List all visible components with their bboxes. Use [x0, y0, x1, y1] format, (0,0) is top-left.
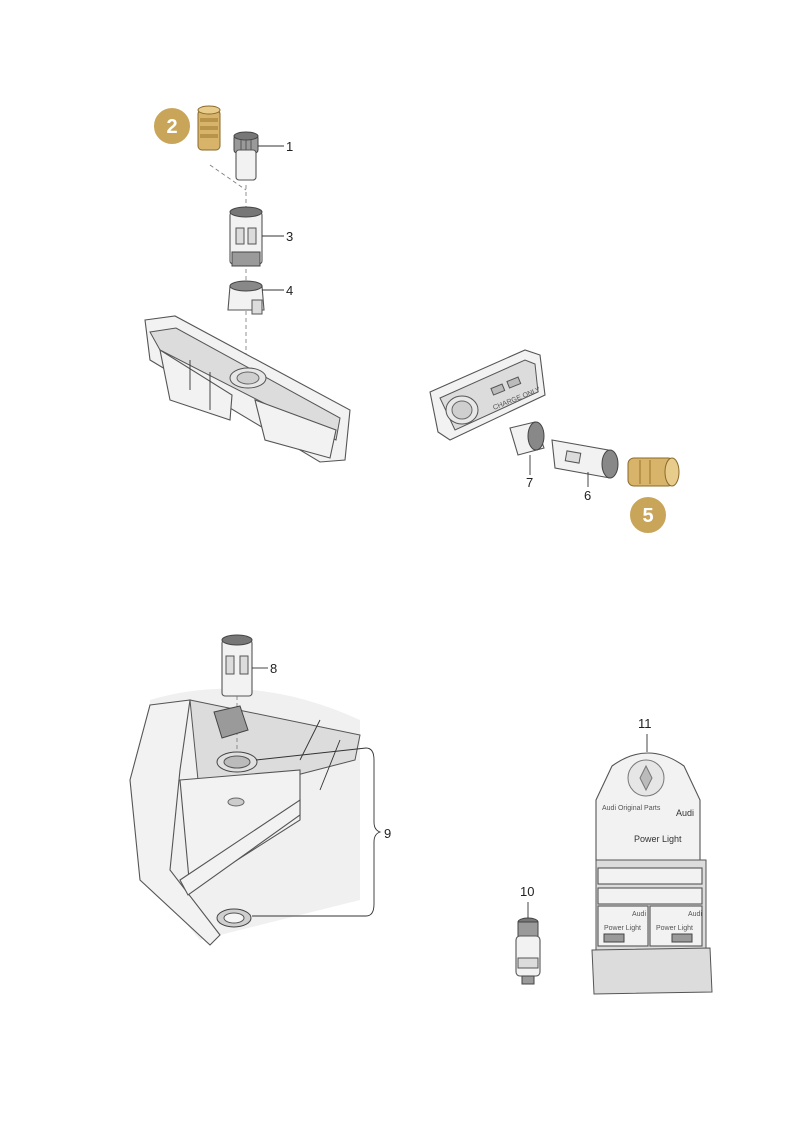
luggage-compartment-group	[129, 634, 382, 946]
display-brand-right: Audi	[688, 911, 702, 918]
callout-11: 11	[638, 716, 652, 731]
callout-7: 7	[526, 475, 533, 490]
part-7-ring	[509, 421, 545, 456]
display-product-left: Power Light	[604, 925, 641, 932]
part-8-socket	[221, 634, 253, 697]
badge-5: 5	[628, 495, 668, 535]
callout-8: 8	[270, 661, 277, 676]
part-1-lighter-plug	[233, 131, 259, 181]
part-10-power-light-plug	[515, 917, 541, 985]
callout-6: 6	[584, 488, 591, 503]
badge-2-label: 2	[166, 116, 177, 138]
part-11-display-box: Audi Original Parts Audi Power Light Aud…	[591, 752, 713, 995]
part-5-gold-plug	[627, 457, 680, 487]
part-6-socket-sleeve	[551, 439, 619, 479]
part-3-socket-sleeve	[229, 206, 263, 267]
part-4-mounting-ring	[227, 280, 265, 315]
display-header-small: Audi Original Parts	[602, 805, 661, 812]
callout-9: 9	[384, 826, 391, 841]
console-assembly-group	[144, 105, 351, 463]
display-product-right: Power Light	[656, 925, 693, 932]
display-brand: Audi	[676, 808, 694, 818]
callout-3: 3	[286, 229, 293, 244]
callout-1: 1	[286, 139, 293, 154]
usb-panel-group: CHARGE ONLY	[429, 349, 680, 487]
part-2-gold-insert	[197, 105, 221, 151]
callout-4: 4	[286, 283, 293, 298]
center-console-tray	[144, 315, 351, 463]
display-product: Power Light	[634, 834, 682, 844]
callout-10: 10	[520, 884, 534, 899]
display-brand-left: Audi	[632, 911, 646, 918]
badge-5-label: 5	[642, 505, 653, 527]
badge-2: 2	[152, 106, 192, 146]
charge-panel: CHARGE ONLY	[429, 349, 546, 441]
